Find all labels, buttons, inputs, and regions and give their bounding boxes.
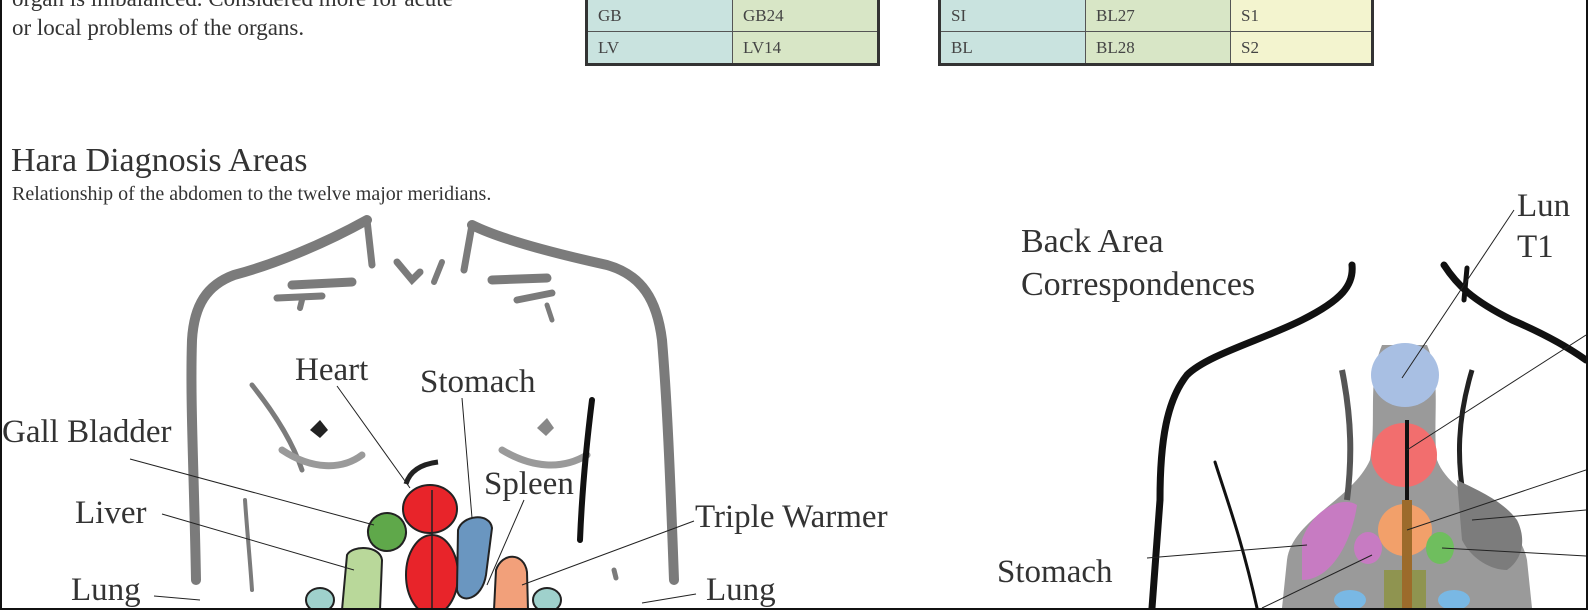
table-row: LV LV14 xyxy=(586,31,879,65)
label-gall-bladder: Gall Bladder xyxy=(2,414,172,450)
liver-shape xyxy=(341,547,384,608)
back-figure-outline xyxy=(1148,261,1586,608)
spleen-shape xyxy=(493,555,529,608)
intro-line-2: or local problems of the organs. xyxy=(12,15,305,40)
back-title-line-1: Back Area xyxy=(1021,223,1164,260)
table-row: GB GB24 xyxy=(586,0,879,32)
back-heart-shape xyxy=(1371,423,1437,487)
intro-paragraph: organ is imbalanced. Considered more for… xyxy=(12,0,453,42)
table-cell: LV14 xyxy=(732,31,879,65)
table-row: SI BL27 S1 xyxy=(939,0,1373,32)
front-leader-lines xyxy=(129,385,697,604)
label-lung-right: Lung xyxy=(706,572,776,608)
label-stomach: Stomach xyxy=(420,364,536,400)
label-back-lung: Lun xyxy=(1517,188,1570,224)
intro-line-1: organ is imbalanced. Considered more for… xyxy=(12,0,453,13)
back-blue-low-right xyxy=(1438,590,1470,608)
table-cell: BL28 xyxy=(1085,31,1231,65)
table-cell: SI xyxy=(939,0,1086,32)
label-triple-warmer: Triple Warmer xyxy=(695,499,888,535)
back-blue-low-left xyxy=(1334,590,1366,608)
table-cell: LV xyxy=(586,31,733,65)
table-cell: BL xyxy=(939,31,1086,65)
back-title: Back Area Correspondences xyxy=(1021,220,1255,306)
lung-left-shape xyxy=(305,587,335,608)
heart-shape xyxy=(402,484,458,534)
label-back-stomach: Stomach xyxy=(997,554,1113,590)
label-heart: Heart xyxy=(295,352,368,388)
front-organs xyxy=(305,484,562,608)
meridian-table-right: SI BL27 S1 BL BL28 S2 xyxy=(938,0,1374,66)
label-lung-left: Lung xyxy=(71,572,141,608)
hara-title: Hara Diagnosis Areas xyxy=(11,142,308,179)
hara-subtitle: Relationship of the abdomen to the twelv… xyxy=(12,183,492,205)
back-lung-shape xyxy=(1371,343,1439,407)
back-title-line-2: Correspondences xyxy=(1021,266,1256,303)
table-cell: S2 xyxy=(1230,31,1373,65)
meridian-table-left: GB GB24 LV LV14 xyxy=(585,0,880,66)
back-spine-brown xyxy=(1402,500,1412,608)
label-spleen: Spleen xyxy=(484,466,574,502)
table-row: BL BL28 S2 xyxy=(939,31,1373,65)
nipple-right-icon xyxy=(537,418,554,436)
back-green-shape xyxy=(1426,532,1454,564)
back-leader-lines xyxy=(1146,209,1586,608)
nipple-left-icon xyxy=(310,420,328,438)
label-liver: Liver xyxy=(75,495,146,531)
back-purple-small-shape xyxy=(1354,532,1382,564)
table-cell: S1 xyxy=(1230,0,1373,32)
table-cell: GB xyxy=(586,0,733,32)
back-organs xyxy=(1302,343,1470,608)
heart-top-stroke xyxy=(403,459,439,485)
stomach-shape xyxy=(455,516,494,600)
back-purple-left-shape xyxy=(1302,501,1357,580)
front-torso-outline xyxy=(186,215,679,592)
label-back-t1: T1 xyxy=(1517,229,1554,265)
lung-right-shape xyxy=(532,587,562,608)
table-cell: BL27 xyxy=(1085,0,1231,32)
